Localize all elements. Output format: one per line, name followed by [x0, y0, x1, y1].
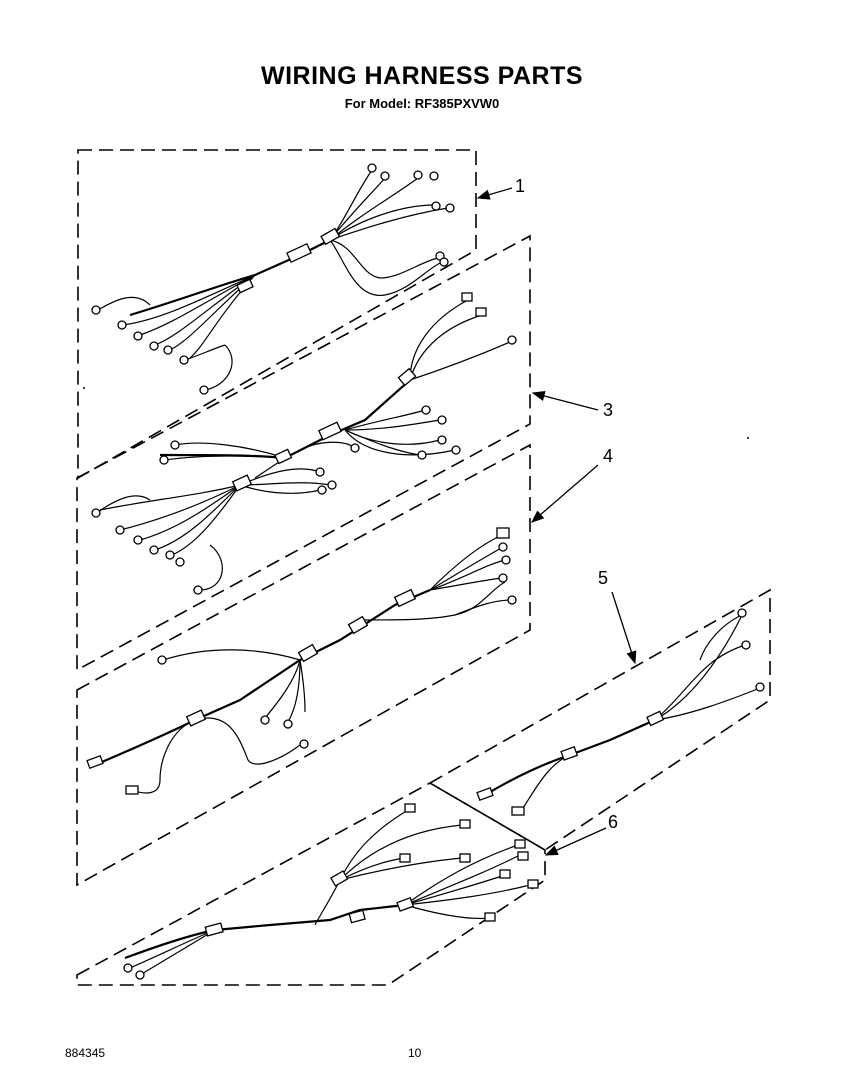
- model-subtitle: For Model: RF385PXVW0: [344, 96, 500, 111]
- callout-5: 5: [598, 568, 609, 588]
- page-title: WIRING HARNESS PARTS: [260, 62, 584, 90]
- harness-5-panel: [428, 588, 771, 851]
- harness-6-panel: [76, 782, 546, 986]
- page-number: 10: [408, 1046, 422, 1060]
- callout-3: 3: [603, 400, 614, 420]
- callout-1: 1: [515, 176, 526, 196]
- leader-lines: [476, 187, 637, 856]
- harness-1-panel: [77, 149, 477, 480]
- harness-4-panel: [76, 443, 531, 887]
- callout-4: 4: [603, 446, 614, 466]
- harness-3-panel: [76, 234, 531, 672]
- document-number: 884345: [65, 1046, 106, 1060]
- callout-6: 6: [608, 812, 619, 832]
